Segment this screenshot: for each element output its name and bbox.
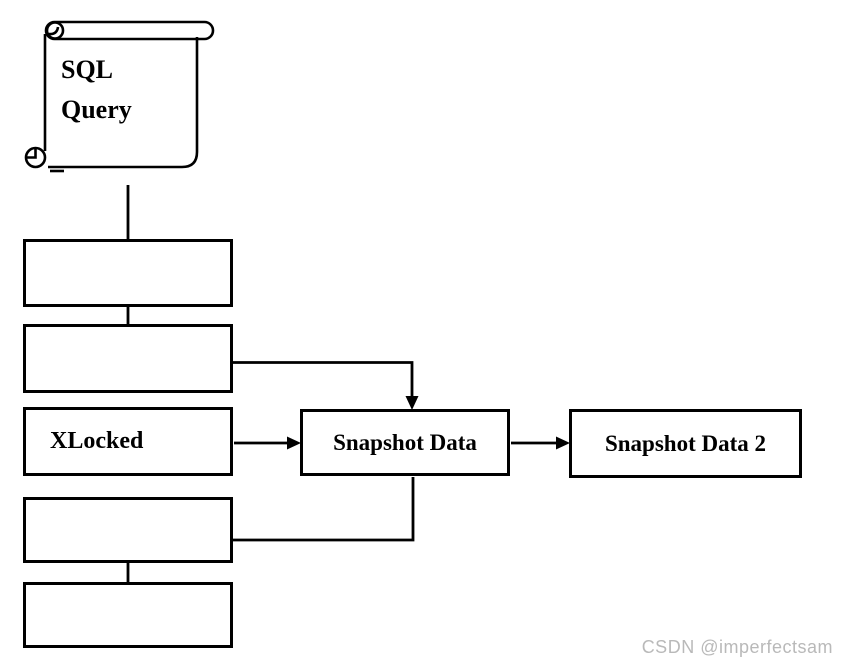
empty-box-4 bbox=[23, 497, 233, 563]
snapshot-data-label: Snapshot Data bbox=[333, 429, 477, 455]
snapshot-data-2-box: Snapshot Data 2 bbox=[569, 409, 802, 478]
empty-box-2 bbox=[23, 324, 233, 393]
sql-query-scroll-label: SQL Query bbox=[61, 50, 186, 130]
xlocked-box: XLocked bbox=[23, 407, 233, 476]
scroll-label-line2: Query bbox=[61, 95, 132, 124]
snapshot-data-2-label: Snapshot Data 2 bbox=[604, 430, 767, 456]
scroll-label-line1: SQL bbox=[61, 55, 114, 84]
empty-box-1 bbox=[23, 239, 233, 307]
xlocked-label: XLocked bbox=[50, 428, 144, 454]
edge-snapshot-to-snapshot2 bbox=[511, 436, 570, 450]
watermark-text: CSDN @imperfectsam bbox=[641, 637, 833, 657]
snapshot-data-box: Snapshot Data bbox=[300, 409, 510, 476]
edge-xlocked-to-snapshot bbox=[234, 436, 301, 450]
empty-box-5 bbox=[23, 582, 233, 648]
